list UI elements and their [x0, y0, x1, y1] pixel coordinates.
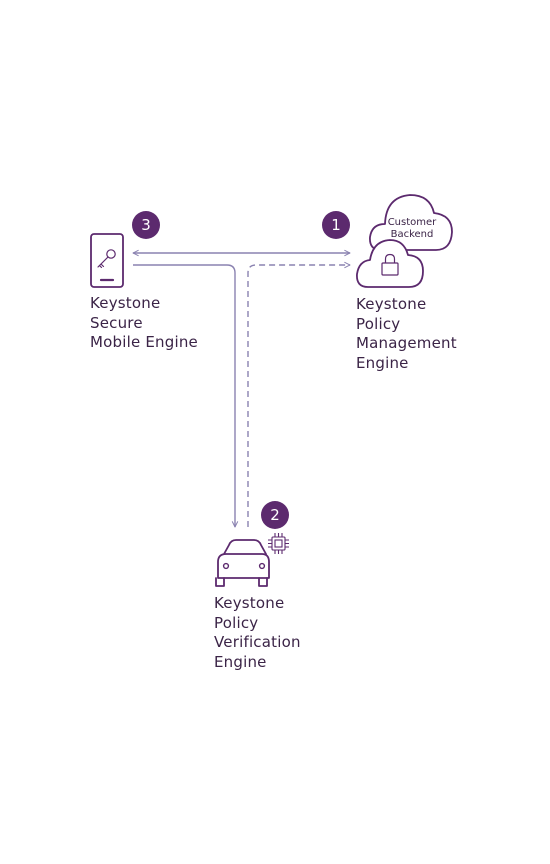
cloud-lock-icon [356, 239, 424, 288]
step-badge-mobile: 3 [132, 211, 160, 239]
customer-backend-label: Customer Backend [381, 217, 443, 241]
mobile-engine-label: Keystone Secure Mobile Engine [90, 294, 198, 353]
management-label-line-4: Engine [356, 353, 409, 372]
step-badge-verification: 2 [261, 501, 289, 529]
verification-label-line-3: Verification [214, 633, 301, 651]
verification-label-line-1: Keystone [214, 594, 285, 612]
management-label-line-1: Keystone [356, 295, 427, 313]
customer-backend-cloud-icon [369, 194, 453, 251]
chip-icon [268, 533, 289, 554]
cloud-label-line-2: Backend [390, 229, 434, 240]
mobile-label-line-1: Keystone [90, 294, 161, 312]
mobile-label-line-3: Mobile Engine [90, 333, 198, 351]
smartphone-key-icon [90, 233, 124, 288]
policy-verification-engine-label: Keystone Policy Verification Engine [214, 594, 301, 672]
management-label-line-2: Policy [356, 314, 401, 333]
connector-mobile-to-vehicle [133, 264, 235, 527]
verification-label-line-4: Engine [214, 652, 267, 671]
verification-label-line-2: Policy [214, 613, 259, 632]
cloud-label-line-1: Customer [387, 217, 437, 228]
step-badge-policy-management: 1 [322, 211, 350, 239]
policy-management-engine-label: Keystone Policy Management Engine [356, 295, 457, 373]
car-icon [215, 539, 270, 587]
mobile-label-line-2: Secure [90, 313, 143, 332]
management-label-line-3: Management [356, 334, 457, 352]
connector-vehicle-to-backend [247, 265, 350, 527]
